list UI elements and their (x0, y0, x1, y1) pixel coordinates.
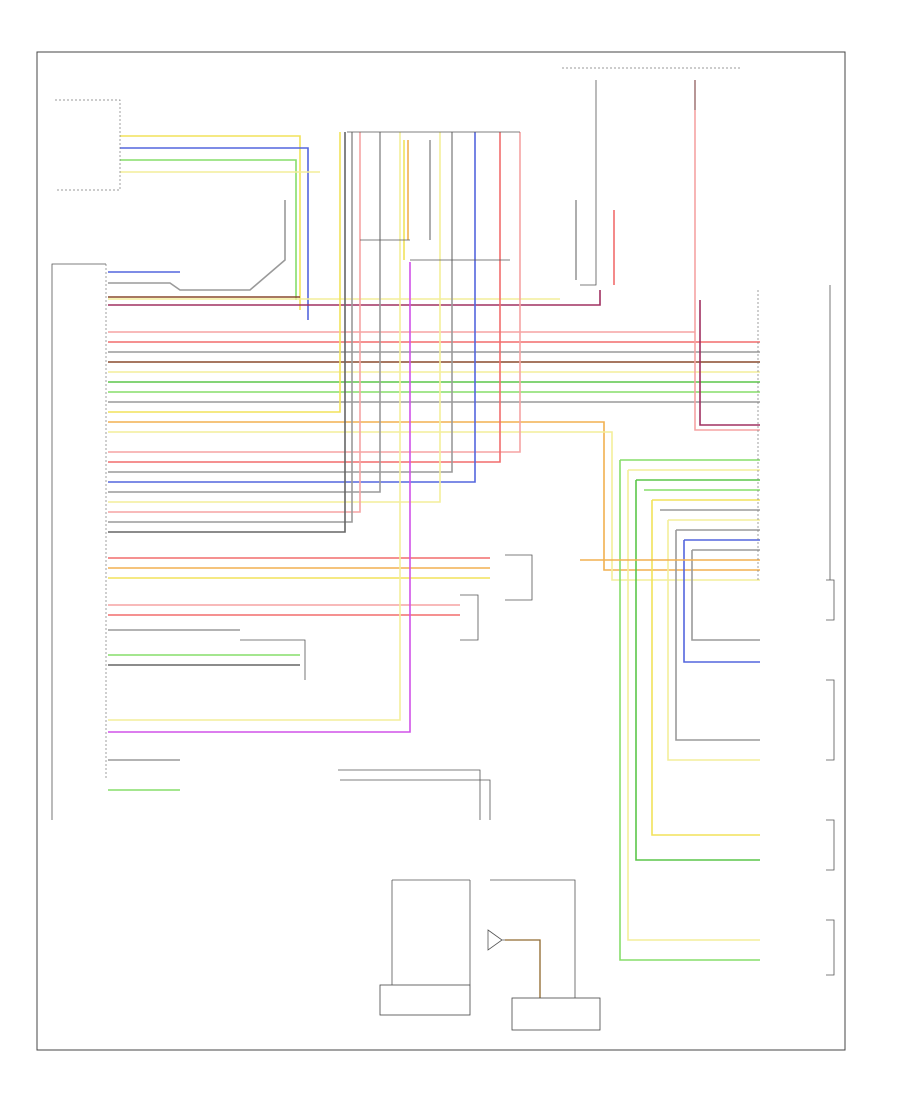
wire-darkgreen (635, 479, 760, 861)
wire-harness (108, 80, 760, 998)
antenna-symbol (487, 929, 541, 998)
rear-speaker-bracket-1 (826, 579, 835, 621)
wire-blue (108, 132, 476, 483)
wire-maroon (108, 290, 601, 306)
wire-violet (108, 262, 411, 733)
satellite-antenna-harness (391, 879, 471, 985)
wire-yellow (120, 135, 301, 310)
rear-speaker-bracket-3 (826, 819, 835, 871)
wire-yellow (651, 499, 760, 836)
amplifier-harness (490, 879, 576, 998)
wire-orange (108, 421, 760, 571)
wire-grey (108, 200, 286, 291)
component-boxes (55, 67, 835, 1031)
wire-blue (683, 539, 760, 663)
wire-pink (694, 80, 760, 431)
wire-darkgrey (108, 132, 346, 533)
wire-grey (108, 132, 381, 493)
wire-grey (675, 529, 760, 741)
wire-orange (505, 939, 541, 998)
fuse-drop-left (580, 80, 597, 286)
rear-speaker-bracket-2 (826, 679, 835, 761)
wire-maroon (699, 300, 760, 426)
telephone-handsfree-outline (460, 594, 479, 641)
wire-lightyellow (108, 132, 441, 503)
wire-grey (691, 549, 760, 641)
wire-lightyellow (627, 469, 760, 941)
telephone-module-outline (240, 639, 306, 680)
antenna-lead (338, 769, 491, 820)
satellite-module-box (379, 984, 471, 1016)
rear-speaker-bracket-4 (826, 919, 835, 976)
wire-pink (108, 132, 521, 453)
antenna-amplifier-box (511, 997, 601, 1031)
wire-pink (108, 132, 361, 513)
wire-lightyellow (667, 519, 760, 761)
speaker-bridge-outline (360, 239, 510, 261)
wire-red (108, 132, 501, 463)
radio-unit-bracket (51, 263, 106, 820)
top-left-module-outline (55, 99, 121, 191)
wire-grey (108, 132, 353, 523)
cd-changer-outline (505, 554, 533, 601)
wire-grey (108, 132, 453, 473)
wire-blue (120, 147, 309, 320)
wire-green (619, 459, 760, 961)
wire-yellow (108, 132, 341, 413)
wire-lightyellow (108, 132, 401, 721)
wire-green (120, 159, 297, 300)
diagram-frame (36, 51, 846, 1051)
